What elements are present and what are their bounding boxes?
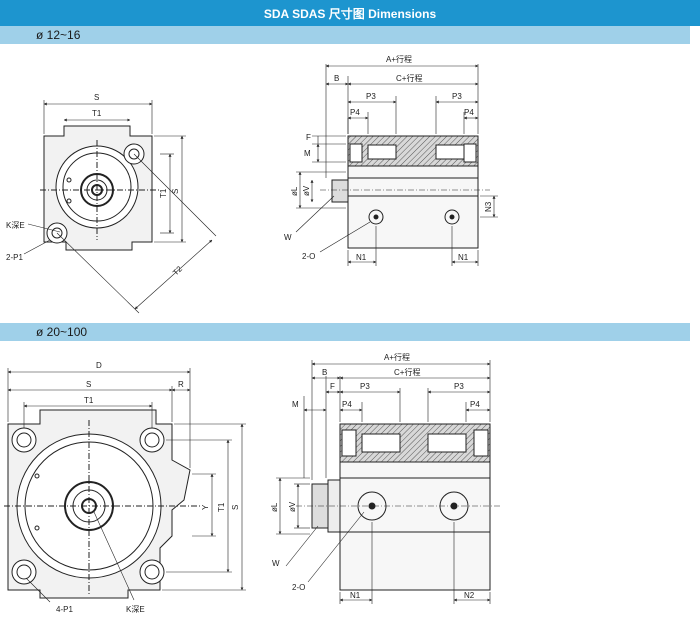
- dim-label: M: [304, 149, 311, 158]
- section-header-20-100: ø 20~100: [0, 323, 690, 341]
- dim-label: S: [86, 380, 91, 389]
- dim-label: øV: [288, 501, 297, 512]
- dim-label: N1: [350, 591, 361, 600]
- dim-label: K深E: [126, 605, 145, 614]
- large-front-view: [4, 368, 246, 603]
- dim-label: M: [292, 400, 299, 409]
- dim-label: N1: [356, 253, 367, 262]
- page-title: SDA SDAS 尺寸图 Dimensions: [0, 0, 700, 26]
- dim-label: B: [322, 368, 327, 377]
- dim-label: S: [171, 189, 180, 194]
- dim-label: T1: [84, 396, 94, 405]
- dim-label: W: [272, 559, 280, 568]
- small-side-view: [295, 64, 498, 266]
- dim-label: 2-O: [302, 252, 315, 261]
- dim-label: P3: [452, 92, 462, 101]
- dim-label: P4: [342, 400, 352, 409]
- dim-label: Y: [201, 504, 210, 510]
- large-side-labels: A+行程 B C+行程 F P3 P3 M P4 P4 øL øV W 2-O …: [270, 352, 480, 600]
- dim-label: P4: [470, 400, 480, 409]
- dim-label: P3: [360, 382, 370, 391]
- dim-label: øL: [290, 186, 299, 196]
- dim-label: R: [178, 380, 184, 389]
- dim-label: F: [306, 133, 311, 142]
- dim-label: P4: [464, 108, 474, 117]
- dim-label: F: [330, 382, 335, 391]
- dim-label: T1: [92, 109, 102, 118]
- dim-label: 2-O: [292, 583, 305, 592]
- dim-label: T1: [217, 502, 226, 512]
- dim-label: T1: [159, 188, 168, 198]
- small-side-labels: A+行程 B C+行程 P3 P3 P4 P4 F M øL øV N3 W 2…: [284, 54, 493, 262]
- large-side-view: [276, 360, 500, 604]
- dim-label: P4: [350, 108, 360, 117]
- dim-label: A+行程: [386, 54, 412, 64]
- dim-label: C+行程: [396, 73, 422, 83]
- small-front-view: [23, 100, 217, 314]
- large-front-labels: D S R T1 Y T1 S 4-P1 K深E: [56, 361, 240, 614]
- dim-label: N3: [484, 201, 493, 212]
- dim-label: B: [334, 74, 339, 83]
- dim-label: øL: [270, 502, 279, 512]
- dim-label: 4-P1: [56, 605, 73, 614]
- dim-label: P3: [454, 382, 464, 391]
- dim-label: T2: [171, 264, 184, 277]
- dim-label: K深E: [6, 221, 25, 230]
- dim-label: S: [231, 505, 240, 510]
- dim-label: S: [94, 93, 99, 102]
- dim-label: N1: [458, 253, 469, 262]
- dim-label: øV: [302, 185, 311, 196]
- dim-label: 2-P1: [6, 253, 23, 262]
- dim-label: C+行程: [394, 367, 420, 377]
- section-header-12-16: ø 12~16: [0, 26, 690, 44]
- dim-label: N2: [464, 591, 475, 600]
- dim-label: D: [96, 361, 102, 370]
- dim-label: A+行程: [384, 352, 410, 362]
- dim-label: P3: [366, 92, 376, 101]
- dim-label: W: [284, 233, 292, 242]
